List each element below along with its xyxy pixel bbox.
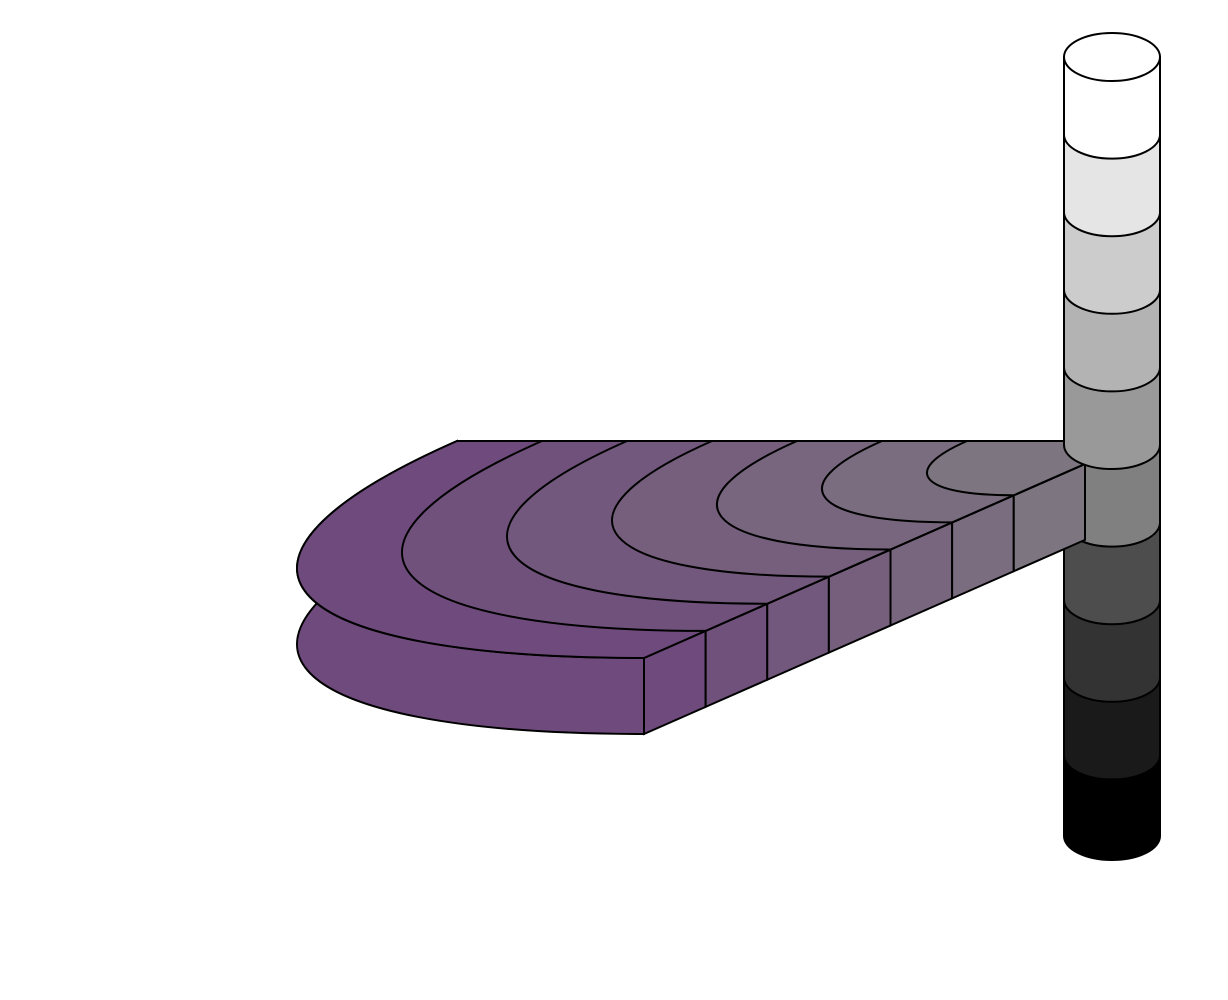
value-band-3 (1063, 288, 1161, 393)
value-band-7 (1063, 599, 1161, 703)
value-band-top-cap (1063, 32, 1161, 82)
value-band-8 (1063, 676, 1161, 781)
value-axis-upper-cylinder (1063, 32, 1161, 470)
value-band-9 (1063, 754, 1161, 861)
chroma-wedge (296, 439, 1138, 736)
value-band-1 (1063, 133, 1161, 238)
value-band-2 (1063, 211, 1161, 315)
value-band-6 (1063, 521, 1161, 626)
value-band-4 (1063, 366, 1161, 470)
value-band-0 (1063, 56, 1161, 160)
